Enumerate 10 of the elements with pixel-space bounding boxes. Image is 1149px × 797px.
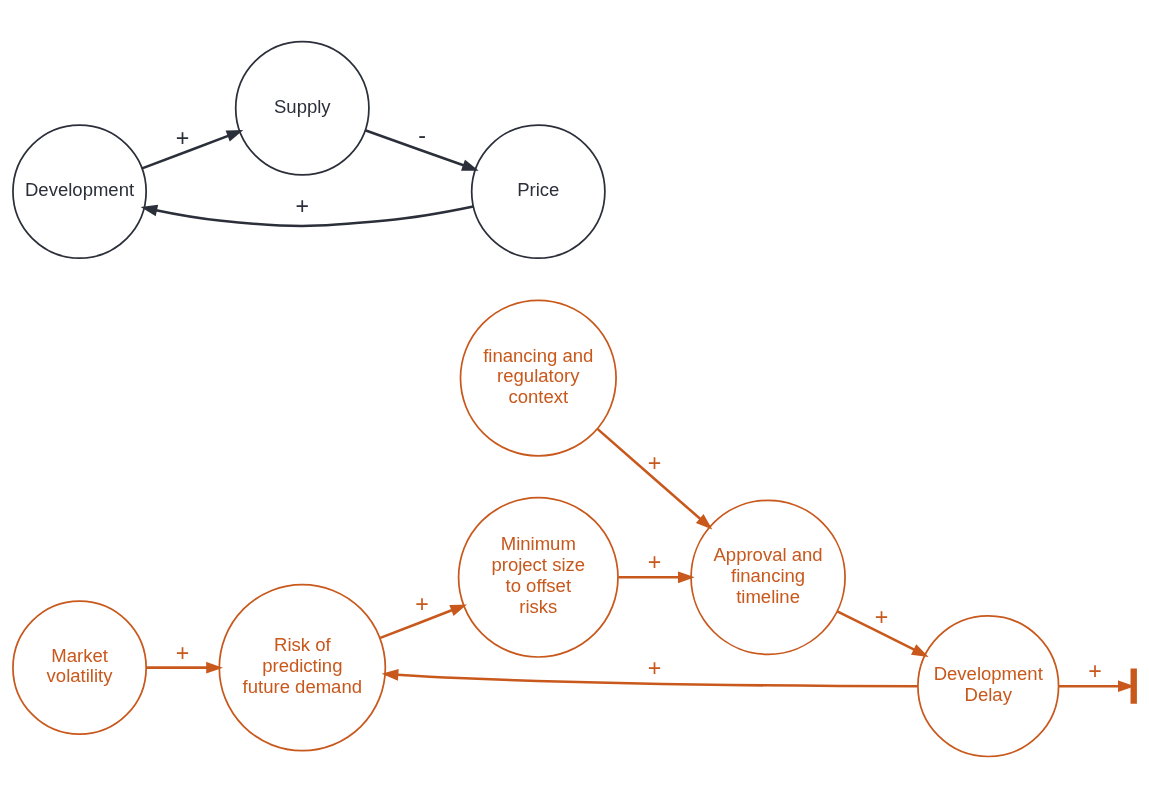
edge-label: + [874, 603, 889, 630]
edge-label: + [647, 548, 662, 575]
edge-label: + [415, 590, 429, 617]
edge-label: + [295, 192, 310, 219]
edge-label: + [175, 639, 190, 666]
edge-label: + [175, 124, 190, 151]
edge-label: + [647, 654, 662, 681]
edge-label: + [1088, 657, 1102, 684]
edge-label: - [418, 121, 426, 148]
edge-label: + [647, 449, 662, 476]
